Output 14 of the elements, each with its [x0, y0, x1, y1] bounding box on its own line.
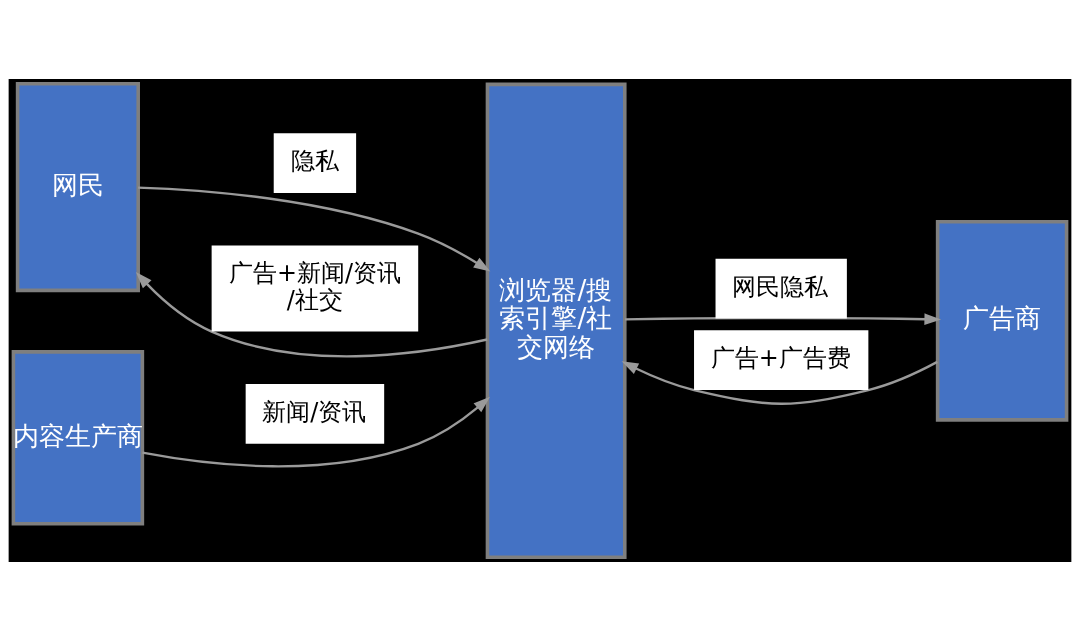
arrow — [138, 186, 491, 272]
edge-label: 广告+广告费 — [710, 344, 851, 373]
node-box: 广告商 — [935, 219, 1069, 422]
arrow — [135, 271, 488, 358]
node-box: 网民 — [15, 82, 140, 293]
node-box: 内容生产商 — [11, 350, 145, 526]
arrow — [621, 360, 938, 405]
arrow — [625, 313, 942, 326]
edge-label: 新闻/资讯 — [262, 397, 367, 426]
node-box: 浏览器/搜索引擎/社交网络 — [485, 82, 627, 559]
edge-label: 网民隐私 — [732, 272, 829, 301]
arrow — [142, 396, 491, 468]
edge-label: 广告+新闻/资讯/社交 — [228, 259, 402, 314]
edge-label: 隐私 — [291, 147, 340, 176]
